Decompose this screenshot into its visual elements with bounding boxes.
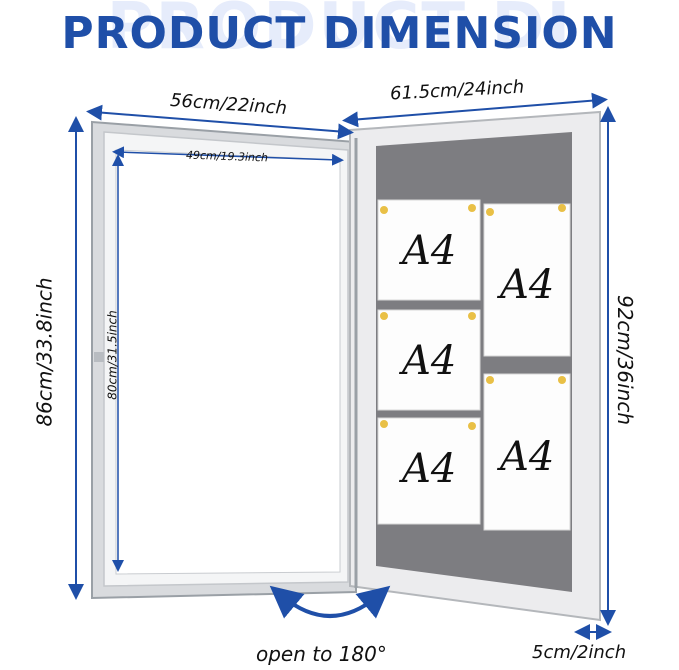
paper-1: [377, 199, 481, 301]
paper-label: A4: [500, 434, 555, 480]
open-180-arc-icon: [269, 585, 391, 619]
pin-icon: [468, 312, 476, 320]
pin-icon: [468, 422, 476, 430]
depth-label: 5cm/2inch: [532, 642, 627, 663]
pin-icon: [380, 420, 388, 428]
pin-icon: [486, 376, 494, 384]
paper-2: [483, 203, 571, 357]
door-lock: [94, 352, 104, 362]
pin-icon: [486, 208, 494, 216]
background-watermark-text: PRODUCT DI: [106, 0, 573, 64]
pin-icon: [468, 204, 476, 212]
papers: [377, 199, 571, 531]
paper-label: A4: [402, 338, 457, 384]
pin-icon: [380, 206, 388, 214]
paper-5: [377, 417, 481, 525]
open-caption: open to 180°: [256, 642, 387, 666]
pin-icon: [380, 312, 388, 320]
open-door: [91, 120, 357, 600]
paper-label: A4: [402, 446, 457, 492]
pin-icon: [558, 204, 566, 212]
paper-4: [483, 373, 571, 531]
door-width-arrow: [86, 104, 354, 140]
pin-icon: [558, 376, 566, 384]
paper-label: A4: [500, 262, 555, 308]
inner-width-arrow: [112, 146, 344, 166]
paper-label: A4: [402, 228, 457, 274]
cabinet-width-arrow: [342, 92, 608, 128]
inner-height-label: 80cm/31.5inch: [105, 310, 120, 400]
page-title: PRODUCT DIMENSION: [61, 8, 618, 59]
cabinet-height-label: 92cm/36inch: [613, 294, 638, 426]
paper-3: [377, 309, 481, 411]
door-height-label: 86cm/33.8inch: [32, 277, 57, 427]
